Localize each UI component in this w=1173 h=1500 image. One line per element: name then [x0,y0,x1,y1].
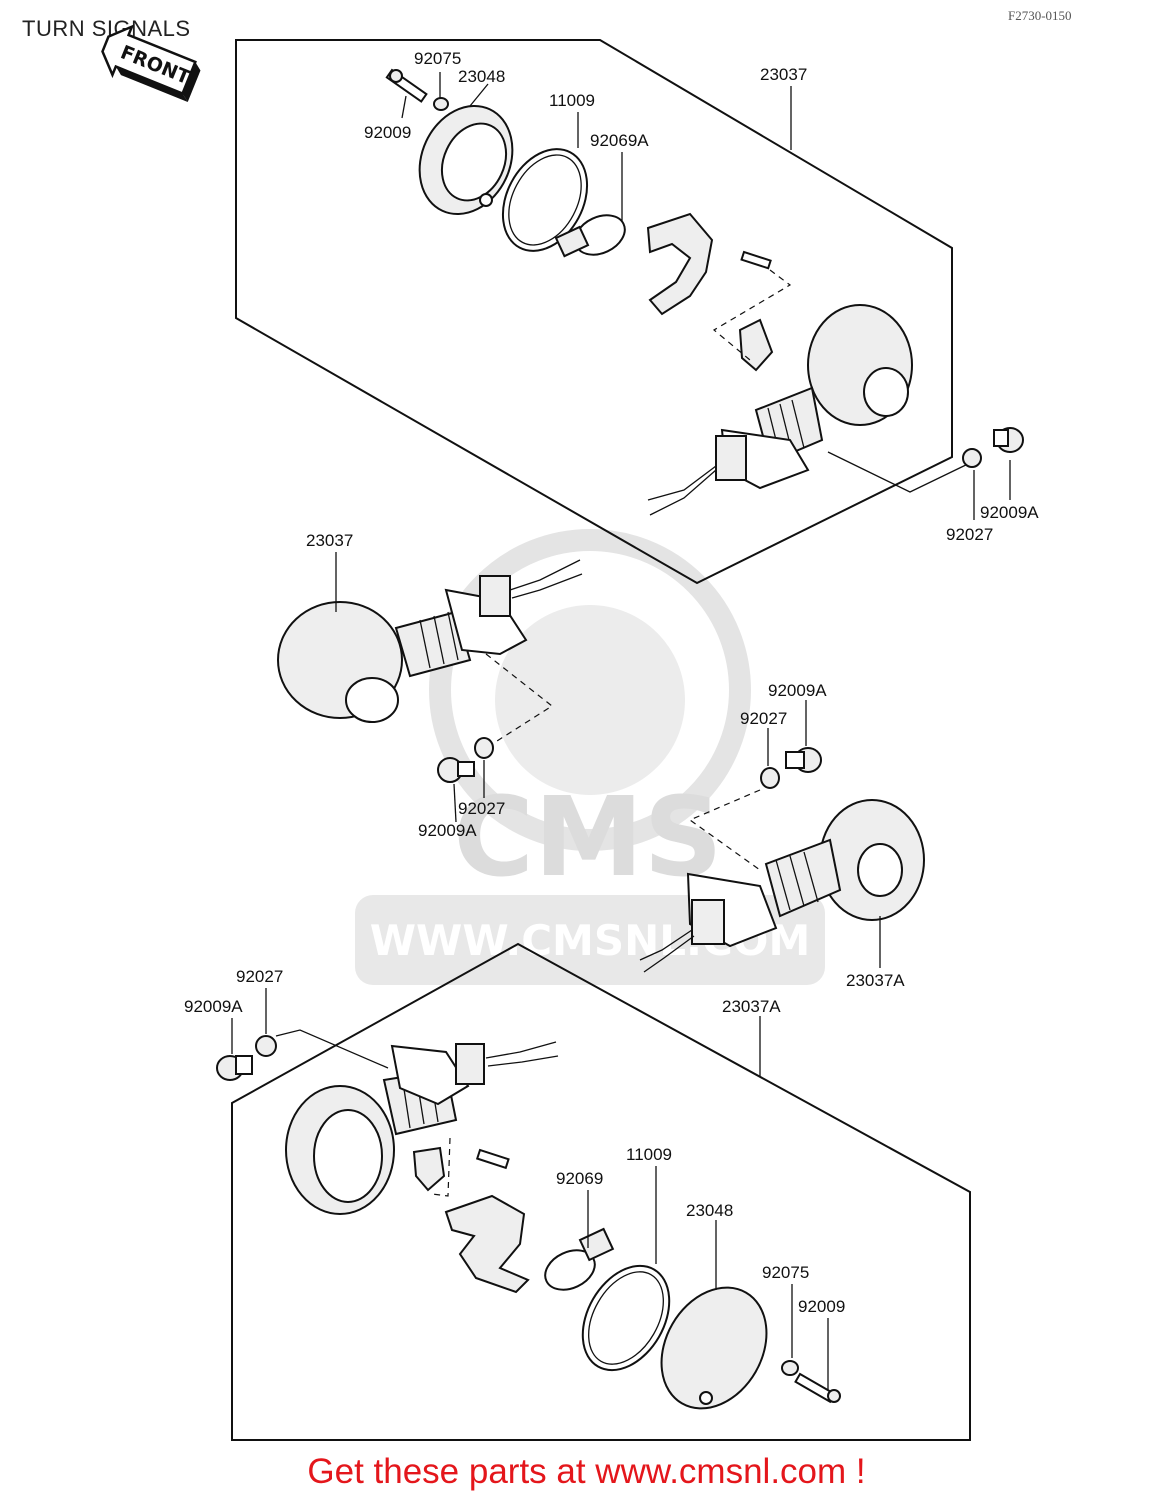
terminal-screw-upper [740,250,772,270]
bolt-92009a-upper [993,427,1024,453]
gasket-11009-lower [581,1264,671,1372]
callout-label: 92009A [184,997,243,1016]
callout-label: 92075 [414,49,461,68]
callout-label: 11009 [626,1145,672,1164]
collar-92027-upper [962,448,982,468]
callout-label: 92069 [556,1169,603,1188]
washer-92075-lower [781,1360,799,1376]
gasket-11009-upper [501,148,589,252]
callout-label: 92027 [458,799,505,818]
callout-label: 92069A [590,131,649,150]
bolt-92009a-right [785,747,822,773]
callout-label: 92027 [740,709,787,728]
callout-label: 23037 [760,65,807,84]
bulb-92069a-upper [554,214,626,258]
lens-23048-upper [418,104,514,216]
callout-label: 92009A [768,681,827,700]
callout-label: 92009 [798,1297,845,1316]
lower-assembly-frame [231,942,971,1441]
clip-lower [412,1146,446,1192]
turn-signal-23037a-lower [285,1041,559,1215]
turn-signal-23037a-right [639,799,925,973]
callout-label: 92009A [980,503,1039,522]
callout-label: 23048 [686,1201,733,1220]
bolt-92009a-lower [216,1055,253,1081]
callout-label: 92027 [946,525,993,544]
bulb-92069-lower [544,1227,615,1291]
parts-link-banner[interactable]: Get these parts at www.cmsnl.com ! [307,1452,866,1491]
front-arrow: FRONT [101,24,201,103]
screw-92009-lower [794,1372,841,1404]
collar-92027-middle [474,737,494,759]
callout-label: 92009A [418,821,477,840]
turn-signal-23037-upper [647,304,913,516]
callout-label: 23037A [722,997,781,1016]
watermark-brand: CMS [453,773,722,901]
upper-assembly-frame [235,39,953,585]
leader-dash-upper [712,269,792,361]
mount-line-lower [275,1029,389,1069]
callout-label: 23037A [846,971,905,990]
callout-label: 92075 [762,1263,809,1282]
clip-upper [738,318,774,372]
collar-92027-right [760,767,780,789]
socket-bracket-lower [444,1194,530,1294]
callout-label: 11009 [549,91,595,110]
washer-92075-upper [433,97,449,111]
callout-label: 92009 [364,123,411,142]
leader-lines [231,72,1011,1390]
diagram-title: TURN SIGNALS [22,16,191,41]
screw-92009-upper [385,68,428,103]
collar-92027-lower [255,1035,277,1057]
callout-label: 92027 [236,967,283,986]
callout-label: 23048 [458,67,505,86]
terminal-screw-lower [475,1148,510,1170]
callout-label: 23037 [306,531,353,550]
lens-23048-lower [660,1286,768,1410]
leader-dash-right [688,789,761,871]
leader-dash-lower [431,1137,451,1197]
diagram-code: F2730-0150 [1008,8,1072,23]
socket-bracket-upper [646,212,714,316]
callout-labels: 92075 23048 92009 11009 92069A 23037 920… [184,49,1039,1316]
bolt-92009a-middle [437,757,475,783]
turn-signal-23037-middle [277,559,583,723]
leader-dash-middle [485,653,554,749]
mount-line-upper [827,451,973,493]
